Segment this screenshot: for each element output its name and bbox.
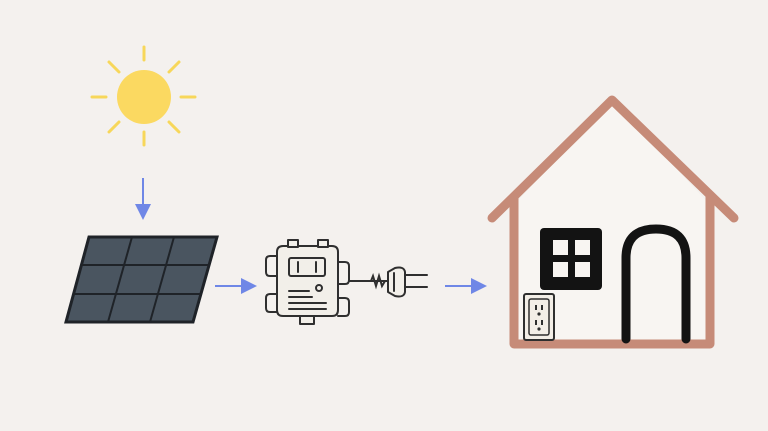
house-walls — [509, 192, 715, 349]
sun-icon — [90, 45, 197, 147]
house-icon — [487, 95, 739, 349]
door-icon — [621, 224, 691, 344]
window-icon — [540, 228, 602, 290]
microinverter-icon — [265, 239, 350, 325]
outlet-icon — [523, 293, 555, 341]
house-roof — [487, 95, 739, 223]
power-plug-icon — [382, 266, 428, 298]
power-cable — [349, 272, 388, 290]
solar-panel-icon — [64, 235, 219, 324]
